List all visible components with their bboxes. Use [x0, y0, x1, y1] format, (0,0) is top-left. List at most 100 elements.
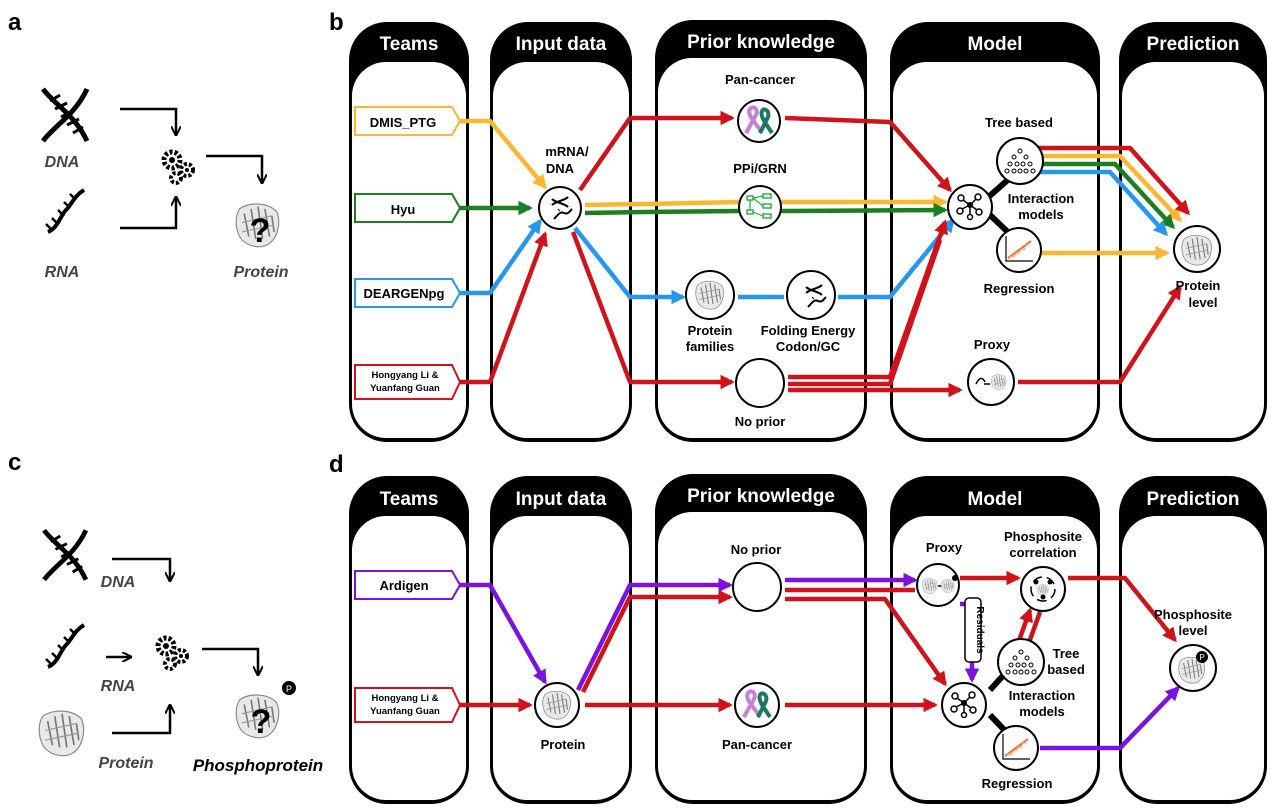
team-tag-hongyang[interactable]: Hongyang Li & Yuanfang Guan [354, 364, 462, 400]
prior-node-noprior[interactable] [732, 562, 782, 612]
arrow-gears-to-phosphoprotein [202, 647, 258, 674]
prior-node-pancancer[interactable] [734, 682, 780, 728]
arrow-dna-to-gears [120, 107, 176, 134]
team-tag-hyu[interactable]: Hyu [354, 193, 462, 223]
dna-label: DNA [45, 154, 80, 171]
arrow-dna-to-gears [112, 557, 170, 580]
input-label-line2: DNA [546, 161, 575, 176]
model-node-interaction[interactable] [947, 184, 993, 230]
team-label-line1: Hongyang Li & [371, 693, 438, 704]
model-node-interaction[interactable] [941, 682, 987, 728]
protein-icon [38, 710, 85, 757]
model-node-tree[interactable] [996, 137, 1044, 185]
prior-node-noprior[interactable] [735, 358, 785, 408]
prediction-node-protein[interactable] [1173, 225, 1221, 273]
team-tag-dmis[interactable]: DMIS_PTG [354, 106, 462, 136]
panel-c: c DNA RNA Protein ? P Phosphoprotein [8, 449, 323, 775]
edge-phosphosite-corr-to-level [1068, 575, 1177, 643]
column-teams: Teams [349, 476, 469, 804]
model-label-interaction-2: models [1018, 207, 1064, 222]
gears-icon [158, 638, 187, 669]
prediction-label-2: level [1179, 623, 1208, 638]
rna-label: RNA [45, 264, 80, 281]
edge-input-to-families [573, 226, 686, 305]
prior-label-pancancer: Pan-cancer [725, 72, 795, 87]
edge-ardigen-to-protein [460, 582, 547, 685]
protein-label: Protein [98, 755, 153, 772]
prior-label-noprior: No prior [735, 414, 786, 429]
model-label-tree-1: Tree [1053, 646, 1080, 661]
edge-tree-to-protein-red [1037, 145, 1190, 216]
team-label: Hyu [391, 202, 416, 217]
team-tag-hongyang[interactable]: Hongyang Li & Yuanfang Guan [354, 687, 462, 723]
protein-icon [922, 578, 938, 594]
rna-icon [44, 188, 86, 234]
question-mark-icon: ? [251, 703, 272, 741]
input-node-protein[interactable] [534, 682, 580, 728]
cycle-arrows-icon [1030, 576, 1056, 602]
model-label-proxy: Proxy [974, 337, 1011, 352]
edge-pancancer-to-interaction [784, 115, 952, 193]
column-input-data: Input data [490, 476, 632, 804]
column-prediction: Prediction [1119, 476, 1267, 804]
panel-letter-b: b [329, 9, 344, 36]
model-node-tree[interactable] [997, 638, 1045, 686]
header-model: Model [968, 489, 1023, 510]
column-input-data: Input data [490, 22, 632, 442]
team-tag-ardigen[interactable]: Ardigen [354, 570, 462, 600]
prior-node-ppi[interactable] [738, 185, 782, 229]
edge-dmis-to-input [460, 118, 547, 190]
column-prior-knowledge: Prior knowledge [655, 20, 867, 442]
edge-input-to-noprior [570, 231, 735, 390]
protein-icon [991, 374, 1007, 390]
gears-icon [164, 152, 193, 183]
dna-label: DNA [101, 574, 136, 591]
header-prediction: Prediction [1147, 489, 1240, 510]
phosphate-icon [282, 681, 296, 695]
model-label-interaction-2: models [1019, 704, 1065, 719]
panel-b: b Teams Input data Prior knowledge Model… [329, 9, 1267, 442]
residuals-label-box: Residuals [964, 597, 985, 663]
model-label-interaction-1: Interaction [1008, 191, 1075, 206]
model-node-proxy[interactable] [967, 358, 1015, 406]
header-prior-knowledge: Prior knowledge [687, 32, 835, 53]
prior-label-pancancer: Pan-cancer [722, 737, 792, 752]
phosphoprotein-icon [941, 579, 955, 593]
prior-label-folding-2: Codon/GC [776, 339, 841, 354]
prediction-node-phosphosite[interactable]: P [1169, 644, 1217, 692]
model-node-regression[interactable] [996, 227, 1042, 273]
header-teams: Teams [380, 34, 439, 55]
model-node-proxy[interactable] [916, 563, 960, 607]
model-node-phosphosite-corr[interactable] [1020, 566, 1066, 612]
panel-d: d Teams Input data Prior knowledge Model… [329, 451, 1267, 804]
team-label-line1: Hongyang Li & [371, 370, 438, 381]
prior-node-families[interactable] [685, 270, 735, 320]
residuals-label: Residuals [974, 606, 985, 654]
header-prediction: Prediction [1147, 34, 1240, 55]
model-label-phosphosite-2: correlation [1009, 545, 1076, 560]
header-model: Model [968, 34, 1023, 55]
header-teams: Teams [380, 489, 439, 510]
model-label-regression: Regression [984, 281, 1055, 296]
model-node-regression[interactable] [993, 725, 1039, 771]
prediction-label-1: Phosphosite [1154, 607, 1232, 622]
prior-node-folding[interactable] [786, 270, 836, 320]
edge-proxy-to-protein [1018, 284, 1182, 385]
protein-icon [1037, 584, 1049, 596]
prediction-label-1: Protein [1176, 278, 1221, 293]
header-input-data: Input data [516, 489, 607, 510]
model-label-interaction-1: Interaction [1009, 688, 1076, 703]
dna-icon [44, 530, 86, 579]
arrow-rna-to-gears [120, 198, 176, 230]
phosphate-icon [952, 575, 958, 581]
edge-protein-to-noprior-red [580, 589, 733, 693]
input-node[interactable] [538, 186, 582, 230]
prior-node-pancancer[interactable] [737, 99, 781, 143]
edge-protein-to-noprior [575, 577, 733, 691]
arrow-gears-to-protein [206, 154, 262, 182]
edge-regression-to-phosphosite [1040, 685, 1181, 751]
column-prior-knowledge: Prior knowledge [655, 474, 867, 804]
edge-tree-to-protein-orange [1037, 153, 1182, 223]
team-tag-deargen[interactable]: DEARGENpg [354, 278, 462, 308]
